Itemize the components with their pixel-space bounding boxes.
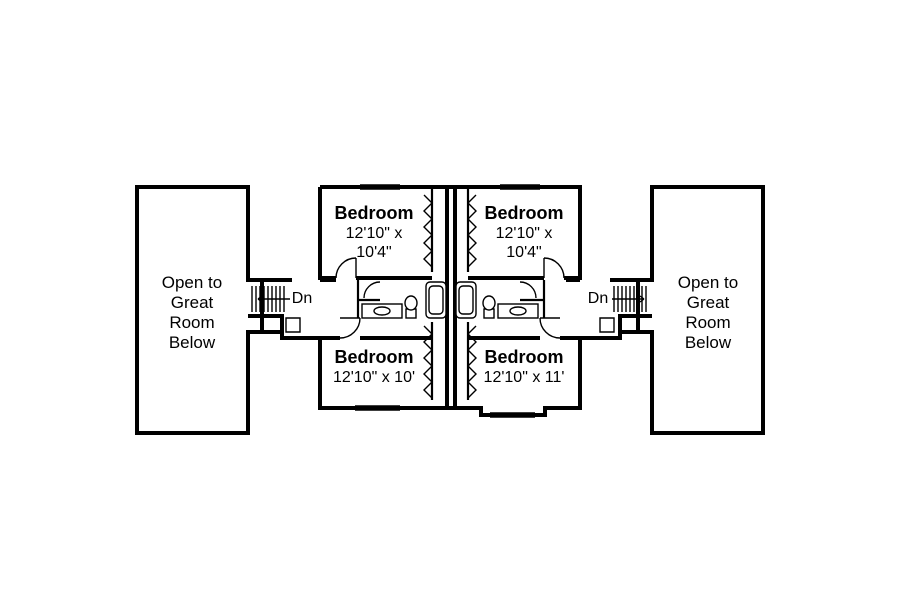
svg-text:10'4": 10'4" <box>506 244 541 261</box>
stair-left-dn-label: Dn <box>292 290 312 307</box>
svg-text:Room: Room <box>169 313 214 332</box>
svg-text:Below: Below <box>685 333 732 352</box>
svg-text:Bedroom: Bedroom <box>484 203 563 223</box>
svg-text:Open to: Open to <box>162 273 223 292</box>
windows <box>355 184 540 418</box>
svg-text:Great: Great <box>171 293 214 312</box>
svg-text:12'10" x: 12'10" x <box>346 225 403 242</box>
interior-walls <box>320 276 580 340</box>
bedroom-bottom-right-label: Bedroom 12'10" x 11' <box>484 347 565 386</box>
open-to-below-right-label: Open to Great Room Below <box>678 273 739 352</box>
stair-right-dn-label: Dn <box>588 290 608 307</box>
bedroom-bottom-left-label: Bedroom 12'10" x 10' <box>333 347 415 386</box>
svg-text:Room: Room <box>685 313 730 332</box>
svg-text:Bedroom: Bedroom <box>334 347 413 367</box>
bedroom-top-right-label: Bedroom 12'10" x 10'4" <box>484 203 563 261</box>
stair-right <box>580 278 652 340</box>
svg-text:12'10" x 10': 12'10" x 10' <box>333 369 415 386</box>
door-swings <box>335 257 565 339</box>
svg-text:10'4": 10'4" <box>356 244 391 261</box>
svg-text:Below: Below <box>169 333 216 352</box>
bedroom-top-left-label: Bedroom 12'10" x 10'4" <box>334 203 413 261</box>
bath-fixtures <box>361 281 539 319</box>
svg-text:Bedroom: Bedroom <box>484 347 563 367</box>
stair-left <box>248 278 320 340</box>
open-to-below-left-label: Open to Great Room Below <box>162 273 223 352</box>
svg-text:12'10" x: 12'10" x <box>496 225 553 242</box>
svg-text:Bedroom: Bedroom <box>334 203 413 223</box>
svg-text:Great: Great <box>687 293 730 312</box>
svg-text:Open to: Open to <box>678 273 739 292</box>
svg-text:12'10" x 11': 12'10" x 11' <box>484 369 565 386</box>
party-wall <box>430 187 470 408</box>
